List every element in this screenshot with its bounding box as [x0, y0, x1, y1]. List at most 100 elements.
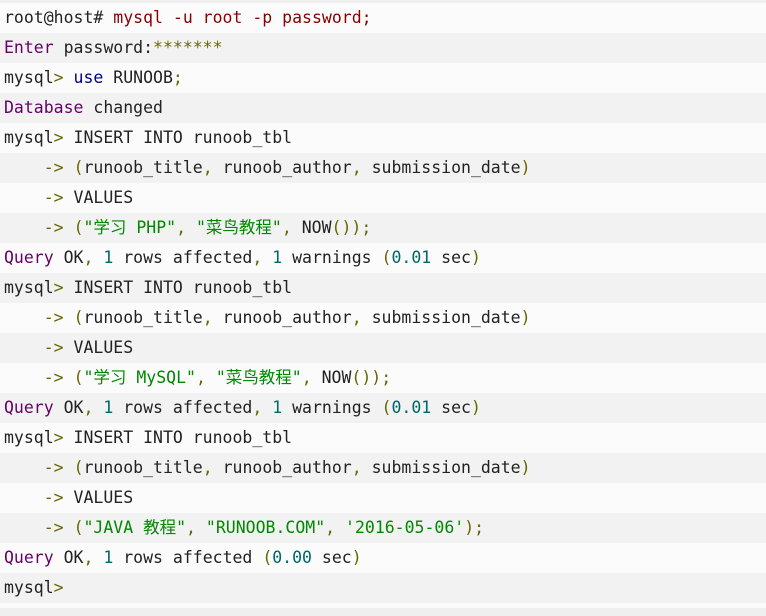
token-plain: runoob_title [83, 308, 203, 327]
token-punct: ) [520, 458, 531, 477]
terminal-line: -> (runoob_title, runoob_author, submiss… [0, 303, 766, 333]
token-plain: sec [431, 248, 471, 267]
token-plain: OK [53, 398, 84, 417]
terminal-line: mysql> INSERT INTO runoob_tbl [0, 123, 766, 153]
token-punct: ( [73, 368, 84, 387]
token-literal: 1 [272, 248, 283, 267]
token-punct: ()); [331, 218, 372, 237]
token-punct: , [351, 458, 362, 477]
token-punct: ) [470, 398, 481, 417]
token-plain: rows affected [113, 248, 253, 267]
page: { "palette": { "plain": "#222222", "comm… [0, 3, 766, 616]
token-plain: runoob_author [212, 158, 352, 177]
token-punct: -> [43, 158, 64, 177]
token-plain: : [143, 38, 154, 57]
token-plain [93, 398, 103, 417]
token-plain [186, 218, 196, 237]
terminal-line: Query OK, 1 rows affected, 1 warnings (0… [0, 393, 766, 423]
token-plain: sec [312, 548, 352, 567]
token-plain: mysql [4, 68, 54, 87]
token-plain: changed [83, 98, 163, 117]
token-keyword: use [73, 68, 104, 87]
token-punct: , [281, 218, 292, 237]
token-plain: runoob_title [83, 158, 203, 177]
token-punct: -> [43, 188, 64, 207]
token-plain: OK [53, 248, 84, 267]
token-punct: ( [73, 158, 84, 177]
terminal-code-block: root@host# mysql -u root -p password;Ent… [0, 3, 766, 608]
terminal-line: -> ("学习 MySQL", "菜鸟教程", NOW()); [0, 363, 766, 393]
token-string: "RUNOOB.COM" [205, 518, 326, 537]
token-type: Database [4, 98, 84, 117]
terminal-line: mysql> use RUNOOB; [0, 63, 766, 93]
token-plain: OK [53, 548, 84, 567]
terminal-line: root@host# mysql -u root -p password; [0, 3, 766, 33]
token-punct: ) [520, 308, 531, 327]
token-punct: ) [470, 248, 481, 267]
token-literal: 1 [103, 548, 114, 567]
token-plain [64, 518, 74, 537]
token-literal: 0.00 [272, 548, 312, 567]
token-plain: mysql [4, 428, 54, 447]
terminal-line: -> ("学习 PHP", "菜鸟教程", NOW()); [0, 213, 766, 243]
token-plain [4, 308, 44, 327]
token-literal: 1 [272, 398, 283, 417]
token-plain: INSERT INTO runoob_tbl [63, 128, 293, 147]
token-punct: ******* [153, 38, 223, 57]
token-punct: , [202, 158, 213, 177]
terminal-line: Query OK, 1 rows affected (0.00 sec) [0, 543, 766, 573]
token-string: "菜鸟教程" [195, 218, 282, 237]
token-punct: ; [172, 68, 183, 87]
token-plain: submission_date [361, 308, 521, 327]
token-punct: , [252, 248, 263, 267]
token-plain [93, 548, 103, 567]
token-punct: , [325, 518, 336, 537]
token-plain: root@host# [4, 8, 114, 27]
token-plain [4, 338, 44, 357]
token-plain: submission_date [361, 458, 521, 477]
token-punct: -> [43, 308, 64, 327]
token-punct: -> [43, 218, 64, 237]
token-plain [4, 488, 44, 507]
token-plain: mysql [4, 578, 54, 597]
token-punct: , [195, 368, 206, 387]
token-punct: ( [73, 518, 84, 537]
token-plain [64, 458, 74, 477]
token-punct: > [53, 68, 64, 87]
token-string: "学习 MySQL" [83, 368, 196, 387]
token-plain: rows affected [113, 398, 253, 417]
token-punct: , [83, 548, 94, 567]
terminal-line: -> (runoob_title, runoob_author, submiss… [0, 453, 766, 483]
token-punct: -> [43, 488, 64, 507]
token-plain [4, 158, 44, 177]
terminal-line: Enter password:******* [0, 33, 766, 63]
token-punct: , [252, 398, 263, 417]
terminal-line: Query OK, 1 rows affected, 1 warnings (0… [0, 243, 766, 273]
token-plain [4, 368, 44, 387]
token-punct: , [83, 398, 94, 417]
token-plain: NOW [291, 218, 332, 237]
terminal-line: -> (runoob_title, runoob_author, submiss… [0, 153, 766, 183]
token-plain [335, 518, 345, 537]
token-literal: 0.01 [391, 398, 432, 417]
token-punct: ); [464, 518, 485, 537]
token-plain: NOW [311, 368, 352, 387]
token-punct: , [351, 158, 362, 177]
token-string: "JAVA 教程" [83, 518, 187, 537]
terminal-line: -> VALUES [0, 333, 766, 363]
token-plain [4, 218, 44, 237]
token-punct: -> [43, 518, 64, 537]
terminal-line: -> VALUES [0, 483, 766, 513]
terminal-line: Database changed [0, 93, 766, 123]
terminal-line: mysql> [0, 573, 766, 603]
token-punct: , [186, 518, 196, 537]
token-plain: password [53, 38, 144, 57]
token-plain [64, 218, 74, 237]
terminal-line: mysql> INSERT INTO runoob_tbl [0, 423, 766, 453]
token-punct: -> [43, 458, 64, 477]
token-plain [206, 368, 216, 387]
token-punct: > [53, 578, 64, 597]
terminal-line: -> VALUES [0, 183, 766, 213]
token-plain: runoob_author [212, 308, 352, 327]
token-plain [4, 458, 44, 477]
